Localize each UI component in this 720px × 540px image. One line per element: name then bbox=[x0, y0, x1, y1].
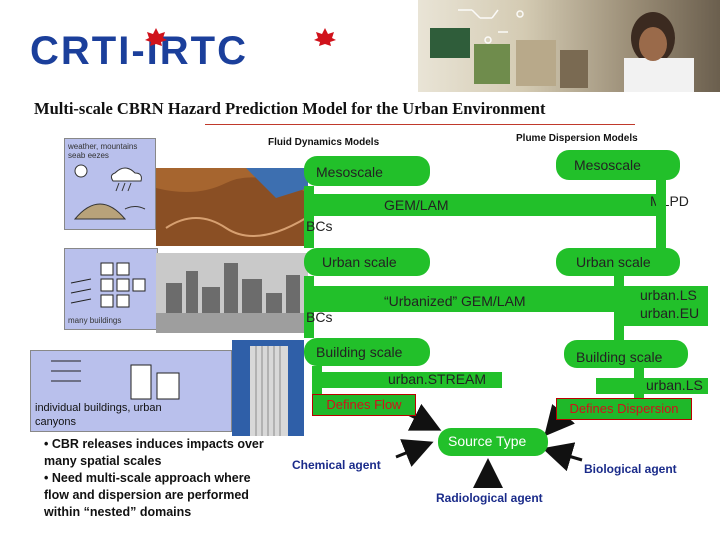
bcs-label-2: BCs bbox=[306, 309, 333, 325]
arrow-biological bbox=[542, 442, 583, 472]
arrow-flow-to-source bbox=[407, 403, 442, 431]
radiological-agent-label: Radiological agent bbox=[436, 491, 543, 505]
fluid-urban-label: Urban scale bbox=[322, 254, 397, 270]
source-type-bar bbox=[438, 428, 548, 456]
thumbnail-urban-canyons: individual buildings, urban canyons bbox=[30, 350, 232, 432]
stream-bar bbox=[322, 372, 502, 388]
page-title: Multi-scale CBRN Hazard Prediction Model… bbox=[34, 99, 546, 118]
plume-urbanls-connector bbox=[614, 276, 624, 340]
fluid-models-header: Fluid Dynamics Models bbox=[268, 137, 380, 148]
arrow-dispersion-to-source bbox=[544, 404, 576, 437]
crti-logo: CRTI-IRTC bbox=[30, 26, 350, 74]
fluid-building-bar bbox=[304, 338, 430, 366]
fluid-urbanized-connector bbox=[304, 276, 314, 338]
defines-flow-box: Defines Flow bbox=[312, 394, 416, 416]
bullet-item: • Need multi-scale approach where flow a… bbox=[44, 471, 251, 519]
gem-lam-label: GEM/LAM bbox=[384, 197, 449, 213]
fluid-mesoscale-bar bbox=[304, 156, 430, 186]
plume-urban-label: Urban scale bbox=[576, 254, 651, 270]
source-type-label: Source Type bbox=[448, 433, 527, 449]
urbanized-bar bbox=[314, 286, 614, 312]
svg-text:many buildings: many buildings bbox=[68, 316, 121, 325]
svg-text:seab eezes: seab eezes bbox=[68, 151, 109, 160]
photo-mesoscale-terrain bbox=[156, 168, 308, 246]
urbanls2-label: urban.LS bbox=[646, 377, 703, 393]
urbanls-eu-bar bbox=[624, 286, 708, 326]
plume-building-bar bbox=[564, 340, 688, 368]
urbanls2-bar bbox=[596, 378, 708, 394]
defines-dispersion-box: Defines Dispersion bbox=[556, 398, 692, 420]
chemical-agent-label: Chemical agent bbox=[292, 458, 381, 472]
fluid-gem-connector bbox=[304, 186, 314, 248]
bullet-item: • CBR releases induces impacts over many… bbox=[44, 437, 264, 468]
svg-text:individual buildings, urban: individual buildings, urban bbox=[35, 402, 162, 414]
gem-mlpd-bar bbox=[314, 194, 666, 216]
photo-tall-building bbox=[232, 340, 304, 436]
thumbnail-weather: weather, mountains seab eezes bbox=[64, 138, 156, 230]
fluid-building-label: Building scale bbox=[316, 344, 403, 360]
plume-mesoscale-label: Mesoscale bbox=[574, 157, 641, 173]
fluid-urban-bar bbox=[304, 248, 430, 276]
svg-text:weather, mountains: weather, mountains bbox=[67, 142, 137, 151]
banner-photo-collage bbox=[418, 0, 720, 92]
fluid-mesoscale-label: Mesoscale bbox=[316, 164, 383, 180]
plume-mesoscale-bar bbox=[556, 150, 680, 180]
plume-urban-bar bbox=[556, 248, 680, 276]
urbaneu-label: urban.EU bbox=[640, 305, 700, 321]
bullet-list: • CBR releases induces impacts over many… bbox=[44, 436, 264, 521]
title-underline bbox=[205, 124, 635, 125]
biological-agent-label: Biological agent bbox=[584, 462, 677, 476]
plume-building-label: Building scale bbox=[576, 349, 663, 365]
plume-mlpd-connector bbox=[656, 180, 666, 248]
arrow-chemical bbox=[395, 439, 434, 467]
fluid-stream-connector bbox=[312, 366, 322, 394]
urbanls-label: urban.LS bbox=[640, 287, 697, 303]
urbanized-gem-label: “Urbanized” GEM/LAM bbox=[384, 293, 526, 309]
urban-stream-label: urban.STREAM bbox=[388, 371, 487, 387]
svg-text:canyons: canyons bbox=[35, 416, 76, 428]
svg-text:CRTI-IRTC: CRTI-IRTC bbox=[30, 29, 248, 73]
plume-models-header: Plume Dispersion Models bbox=[516, 133, 638, 144]
bcs-label-1: BCs bbox=[306, 218, 333, 234]
photo-urban-skyline bbox=[156, 253, 308, 333]
